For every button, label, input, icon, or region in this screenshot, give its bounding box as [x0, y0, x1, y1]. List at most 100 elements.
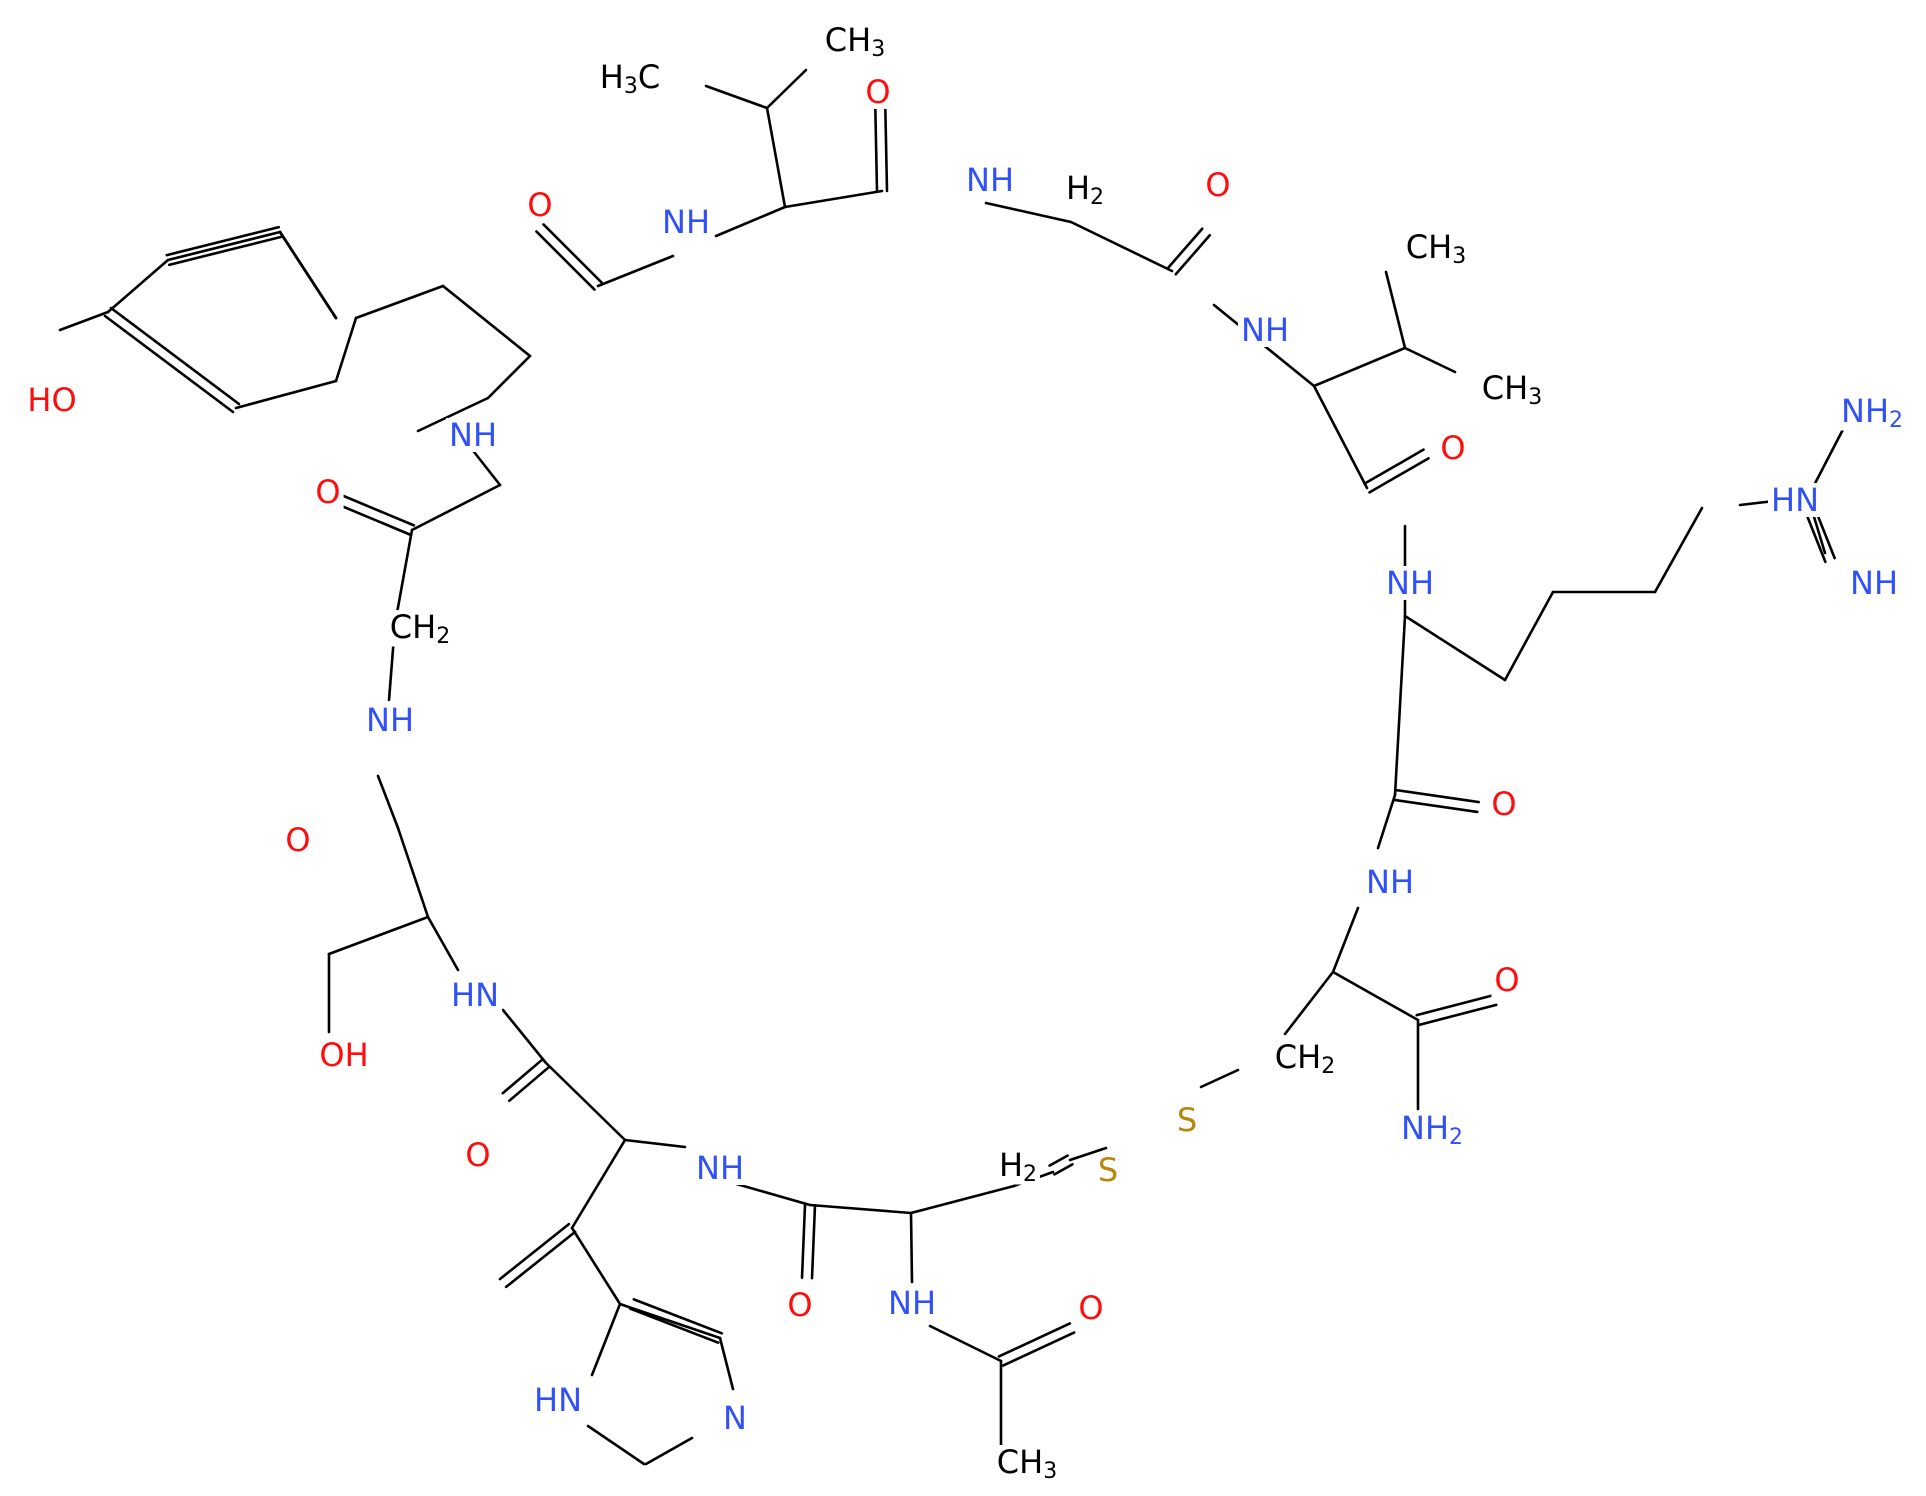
label-background	[1202, 168, 1234, 202]
label-background	[784, 1288, 816, 1322]
double-bond-12	[507, 1065, 551, 1103]
atom-symbol: NH	[366, 701, 414, 739]
atom-label: NH	[449, 416, 497, 454]
double-bond-10	[1001, 1331, 1076, 1367]
label-background	[1238, 313, 1292, 347]
single-bond-48	[718, 1336, 735, 1391]
single-bond-36	[909, 1184, 1016, 1215]
atom-o-val1-co: O	[862, 73, 894, 111]
double-bond-12	[501, 1057, 545, 1095]
atom-nh2-guan: NH2	[1838, 392, 1906, 433]
atom-ch2-cys-left: H2	[995, 1146, 1041, 1187]
label-background	[1768, 483, 1822, 517]
atom-ch2-gly-left: CH2	[386, 608, 454, 649]
atom-nh-gly-ser: NH	[363, 701, 417, 739]
atom-label: CH3	[1406, 228, 1466, 269]
atom-subscript: 2	[436, 624, 450, 649]
double-bond-5	[1368, 457, 1430, 494]
single-bond-10	[765, 106, 787, 209]
double-bond-10	[997, 1322, 1072, 1358]
atom-subscript: 3	[1043, 1459, 1057, 1484]
atom-symbol: H	[999, 1146, 1023, 1184]
atom-symbol: O	[465, 1136, 490, 1174]
atom-nh-val2-arg: NH	[1383, 564, 1437, 602]
single-bond-33	[1199, 1068, 1240, 1089]
atom-symbol: HO	[27, 381, 76, 419]
atom-label: O	[787, 1286, 812, 1324]
atom-symbol: CH	[390, 608, 436, 646]
atom-o-gly-ser: O	[282, 821, 314, 859]
atom-symbol: NH	[888, 1284, 936, 1322]
single-bond-55	[396, 826, 430, 919]
single-bond-23	[1503, 590, 1555, 682]
atom-symbol: O	[1494, 961, 1519, 999]
atom-nh-gly-tyr: NH	[446, 416, 500, 454]
label-background	[1363, 865, 1417, 899]
single-bond-49	[644, 1436, 694, 1466]
label-background	[1838, 394, 1906, 431]
atom-label: HN	[1771, 481, 1819, 519]
single-bond-52	[426, 915, 460, 972]
single-bond-0	[106, 258, 170, 314]
atom-subscript: 2	[1090, 185, 1104, 210]
atom-nh2-amide: NH2	[1398, 1109, 1466, 1150]
single-bond-46	[590, 1302, 622, 1377]
atom-label: O	[1078, 1289, 1103, 1327]
atom-symbol: O	[1491, 785, 1516, 823]
atom-symbol: H	[600, 58, 624, 96]
single-bond-37	[909, 1211, 914, 1284]
atom-ch3-val1-right: CH3	[821, 21, 889, 62]
single-bond-14	[984, 201, 1073, 224]
label-background	[1491, 963, 1523, 997]
double-bond-9	[810, 1203, 817, 1280]
single-bond-6	[486, 354, 532, 400]
atom-label: NH2	[1401, 1109, 1463, 1150]
double-bond-11	[498, 1222, 571, 1281]
single-bond-1	[58, 310, 110, 332]
label-background	[720, 1401, 750, 1435]
label-background	[1383, 566, 1437, 600]
single-bond-47	[618, 1302, 722, 1340]
atom-n-imidazole: N	[720, 1399, 750, 1437]
atom-symbol: NH	[1850, 564, 1898, 602]
atom-symbol: CH	[1275, 1038, 1321, 1076]
single-bond-11	[704, 84, 769, 110]
label-background	[1062, 171, 1108, 208]
atom-subscript: 3	[1528, 385, 1542, 410]
single-bond-42	[623, 1138, 687, 1149]
atom-symbol: CH	[1406, 228, 1452, 266]
single-bond-4	[354, 284, 445, 320]
atom-nh-val1-gly: NH	[963, 161, 1017, 199]
bond-layer	[58, 68, 1854, 1466]
label-background	[596, 60, 664, 97]
atom-label: NH	[1386, 564, 1434, 602]
atom-nh-tyr-val: NH	[659, 203, 713, 241]
atom-symbol: OH	[319, 1036, 368, 1074]
atom-o-gly-top: O	[1202, 166, 1234, 204]
single-bond-34	[1068, 1146, 1108, 1162]
ring-bond	[278, 230, 338, 320]
atom-symbol: S	[1177, 1101, 1197, 1139]
atom-o-phenol: HO	[24, 381, 80, 419]
atom-label: O	[1494, 961, 1519, 999]
single-bond-8	[596, 254, 675, 288]
atom-label: NH	[966, 161, 1014, 199]
double-bond-4	[1174, 233, 1212, 276]
single-bond-22	[1403, 614, 1507, 682]
atom-label: O	[1440, 429, 1465, 467]
double-bond-1	[109, 306, 241, 406]
atom-label: HN	[451, 976, 499, 1014]
atom-nh-arg-cys: NH	[1363, 863, 1417, 901]
atom-symbol: NH	[1401, 1109, 1449, 1147]
double-bond-1	[103, 314, 235, 414]
label-background	[1478, 371, 1546, 408]
label-background	[1271, 1040, 1339, 1077]
atom-nh-his-cys: NH	[693, 1149, 747, 1187]
atom-subscript: 3	[871, 37, 885, 62]
label-background	[862, 75, 894, 109]
atom-symbol: NH	[449, 416, 497, 454]
atom-symbol: HN	[451, 976, 499, 1014]
atom-label: CH3	[1482, 369, 1542, 410]
atom-symbol: NH	[1386, 564, 1434, 602]
